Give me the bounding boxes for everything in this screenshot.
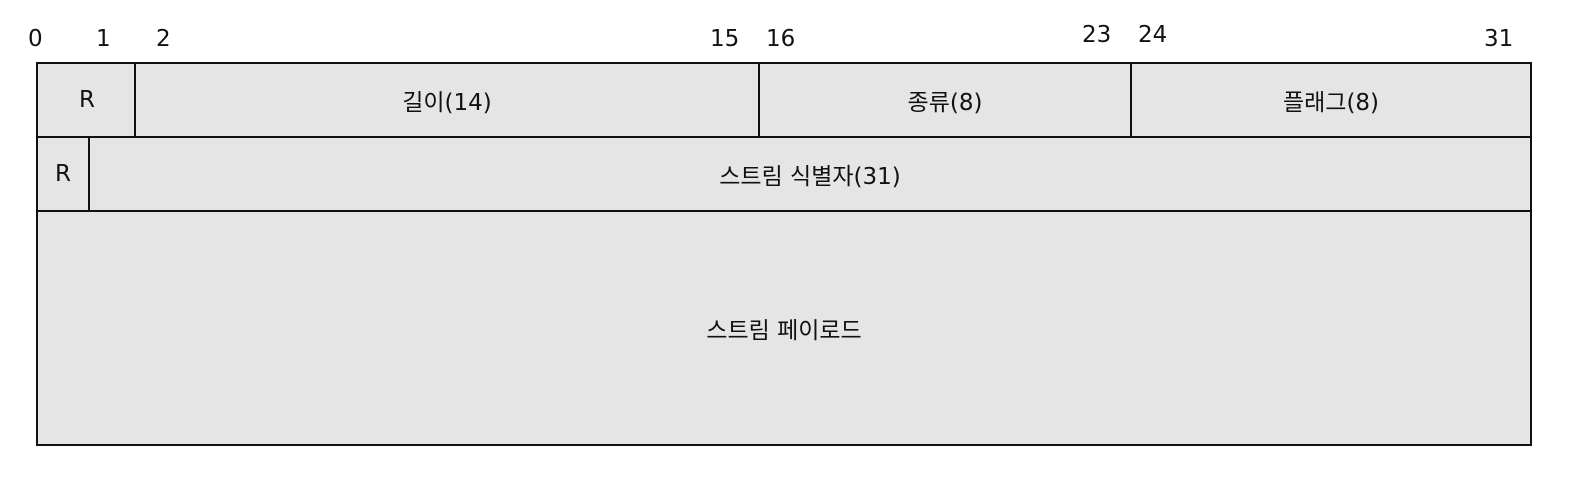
bit-label-23: 23 [1082, 22, 1112, 48]
row1-divider-after-type [1130, 64, 1132, 136]
row2-bottom-divider [38, 210, 1530, 212]
bit-label-2: 2 [156, 26, 171, 52]
length-label: 길이(14) [402, 90, 492, 116]
row1-divider-after-reserved [134, 64, 136, 136]
type-cell: 종류(8) [760, 64, 1130, 136]
row1-reserved-label: R [79, 87, 95, 113]
length-cell: 길이(14) [136, 64, 758, 136]
bit-label-15: 15 [710, 26, 740, 52]
bit-label-1: 1 [96, 26, 111, 52]
flags-label: 플래그(8) [1282, 90, 1380, 116]
bit-label-31: 31 [1484, 26, 1514, 52]
stream-payload-label: 스트림 페이로드 [706, 318, 862, 344]
stream-id-cell: 스트림 식별자(31) [90, 138, 1530, 210]
flags-cell: 플래그(8) [1132, 64, 1530, 136]
bit-label-0: 0 [28, 26, 43, 52]
bit-label-16: 16 [766, 26, 796, 52]
stream-payload-cell: 스트림 페이로드 [38, 212, 1530, 444]
bit-label-24: 24 [1138, 22, 1168, 48]
row1-reserved-cell: R [38, 64, 136, 136]
row2-divider-after-reserved [88, 138, 90, 210]
type-label: 종류(8) [907, 90, 983, 116]
row1-divider-after-length [758, 64, 760, 136]
stream-id-label: 스트림 식별자(31) [719, 164, 901, 190]
row2-reserved-label: R [55, 161, 71, 187]
row1-bottom-divider [38, 136, 1530, 138]
row2-reserved-cell: R [38, 138, 88, 210]
frame-header-diagram: R 길이(14) 종류(8) 플래그(8) R 스트림 식별자(31) 스트림 … [36, 62, 1532, 446]
